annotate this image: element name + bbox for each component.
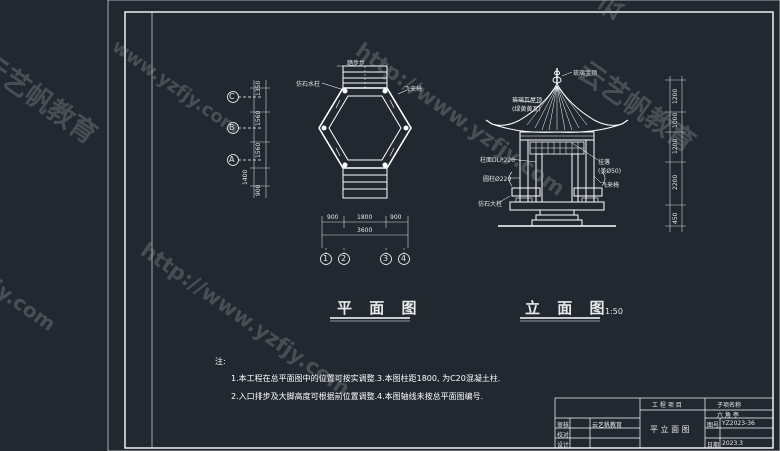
note-4: 4.本图轴线未按总平面图编号. <box>377 392 484 401</box>
tb-row-label-1: 审核 <box>557 422 570 429</box>
elev-label-hanging: 挂落 <box>598 159 611 166</box>
note-1: 1.本工程在总平面图中的位置可按实调整. <box>231 374 378 383</box>
grid-label-a: A <box>229 155 235 164</box>
elev-label-roof-note: (绿黄黄瓦) <box>512 106 541 113</box>
tb-subproject: 子项名称 <box>717 402 742 409</box>
title-block <box>554 397 774 449</box>
elev-label-round-column: 圆柱Ø220 <box>483 176 512 183</box>
elev-label-diameter: (美Ø50) <box>598 168 622 175</box>
plan-view <box>227 65 412 322</box>
grid-label-b: B <box>229 123 235 132</box>
grid-label-1: 1 <box>323 254 329 263</box>
elevation-scale: 1:50 <box>605 307 623 316</box>
note-3: 3.本图柱距1800, 为C20混凝土柱. <box>377 374 501 383</box>
plan-hdim-1: 900 <box>327 214 339 221</box>
plan-total-dim: 3600 <box>357 227 373 234</box>
grid-label-2: 2 <box>341 254 347 263</box>
tb-date-value: 2023.3 <box>722 440 743 447</box>
plan-label-bench: 飞来椅 <box>404 86 423 93</box>
sheet-edge <box>107 0 780 451</box>
elev-label-column-face: 柱面DLP220 <box>480 157 516 164</box>
plan-title: 平 面 图 <box>337 299 423 317</box>
grid-label-c: C <box>229 92 235 101</box>
elev-rdim-5: 450 <box>672 212 679 224</box>
tb-row-label-3: 设计 <box>557 442 570 449</box>
plan-vdim-2: 1560 <box>255 110 262 126</box>
grid-label-3: 3 <box>383 254 389 263</box>
notes-heading: 注: <box>215 357 226 366</box>
plan-vdim-1: 1350 <box>255 80 262 96</box>
plan-hdim-3: 900 <box>390 214 402 221</box>
elev-rdim-4: 2200 <box>672 174 679 190</box>
tb-row-label-2: 校对 <box>557 432 570 439</box>
elev-label-finial: 琉璃宝顶 <box>573 70 598 77</box>
elevation-view <box>485 68 686 322</box>
plan-vdim-4: 1400 <box>242 169 249 185</box>
tb-code-value: YZ2023-36 <box>722 420 755 427</box>
plan-label-step: 踏步步 <box>347 60 366 67</box>
elev-label-stone-column: 仿石大柱 <box>478 201 503 208</box>
grid-label-4: 4 <box>401 254 407 263</box>
tb-project: 工 程 项 目 <box>652 402 682 409</box>
elev-label-roof: 琉璃瓦屋顶 <box>512 97 543 104</box>
elev-label-bench: 飞来椅 <box>601 182 620 189</box>
plan-vdim-5: 900 <box>255 184 262 196</box>
tb-code-label: 图号 <box>707 422 720 429</box>
tb-date-label: 日期 <box>707 442 720 449</box>
plan-label-column: 仿石水柱 <box>296 81 321 88</box>
tb-row-value-1: 云艺帆教育 <box>592 422 623 429</box>
sheet-binding-line <box>151 11 774 449</box>
tb-subproject-value: 六 角 亭 <box>717 412 739 419</box>
plan-vdim-3: 1560 <box>255 142 262 158</box>
tb-drawing-name: 平 立 面 图 <box>650 425 690 434</box>
note-2: 2.入口排步及大脚高度可根据前位置调整. <box>231 392 378 401</box>
elev-rdim-1: 1200 <box>672 88 679 104</box>
plan-hdim-2: 1800 <box>357 214 373 221</box>
elevation-title: 立 面 图 <box>525 299 611 317</box>
